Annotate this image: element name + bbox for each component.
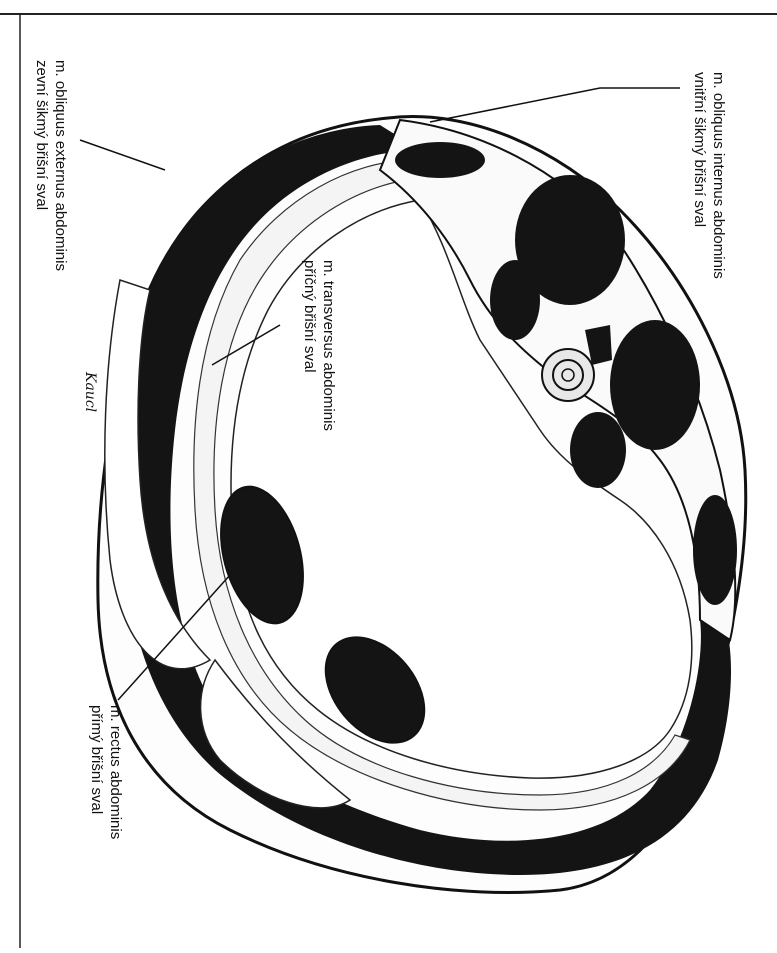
label-obliquus-externus: m. obliquus externus abdominis zevní šik… bbox=[32, 60, 70, 271]
artist-signature: Kaucl bbox=[82, 372, 98, 412]
back-muscle-4 bbox=[570, 412, 626, 488]
label-rectus-czech: přímý břišní sval bbox=[87, 705, 106, 839]
internal-oblique-head bbox=[395, 142, 485, 178]
label-obliquus-internus-czech: vnitřní šikmý břišní sval bbox=[690, 72, 709, 279]
label-obliquus-internus: m. obliquus internus abdominis vnitřní š… bbox=[690, 72, 728, 279]
label-rectus-latin: m. rectus abdominis bbox=[106, 705, 125, 839]
back-muscle-3 bbox=[490, 260, 540, 340]
label-transversus-czech: příčný břišní sval bbox=[300, 260, 319, 431]
back-muscle-2 bbox=[610, 320, 700, 450]
label-obliquus-externus-latin: m. obliquus externus abdominis bbox=[51, 60, 70, 271]
label-transversus: m. transversus abdominis příčný břišní s… bbox=[300, 260, 338, 431]
back-muscle-5 bbox=[693, 495, 737, 605]
label-rectus: m. rectus abdominis přímý břišní sval bbox=[87, 705, 125, 839]
label-obliquus-externus-czech: zevní šikmý břišní sval bbox=[32, 60, 51, 271]
vertebral-body bbox=[542, 349, 594, 401]
label-transversus-latin: m. transversus abdominis bbox=[319, 260, 338, 431]
label-obliquus-internus-latin: m. obliquus internus abdominis bbox=[709, 72, 728, 279]
